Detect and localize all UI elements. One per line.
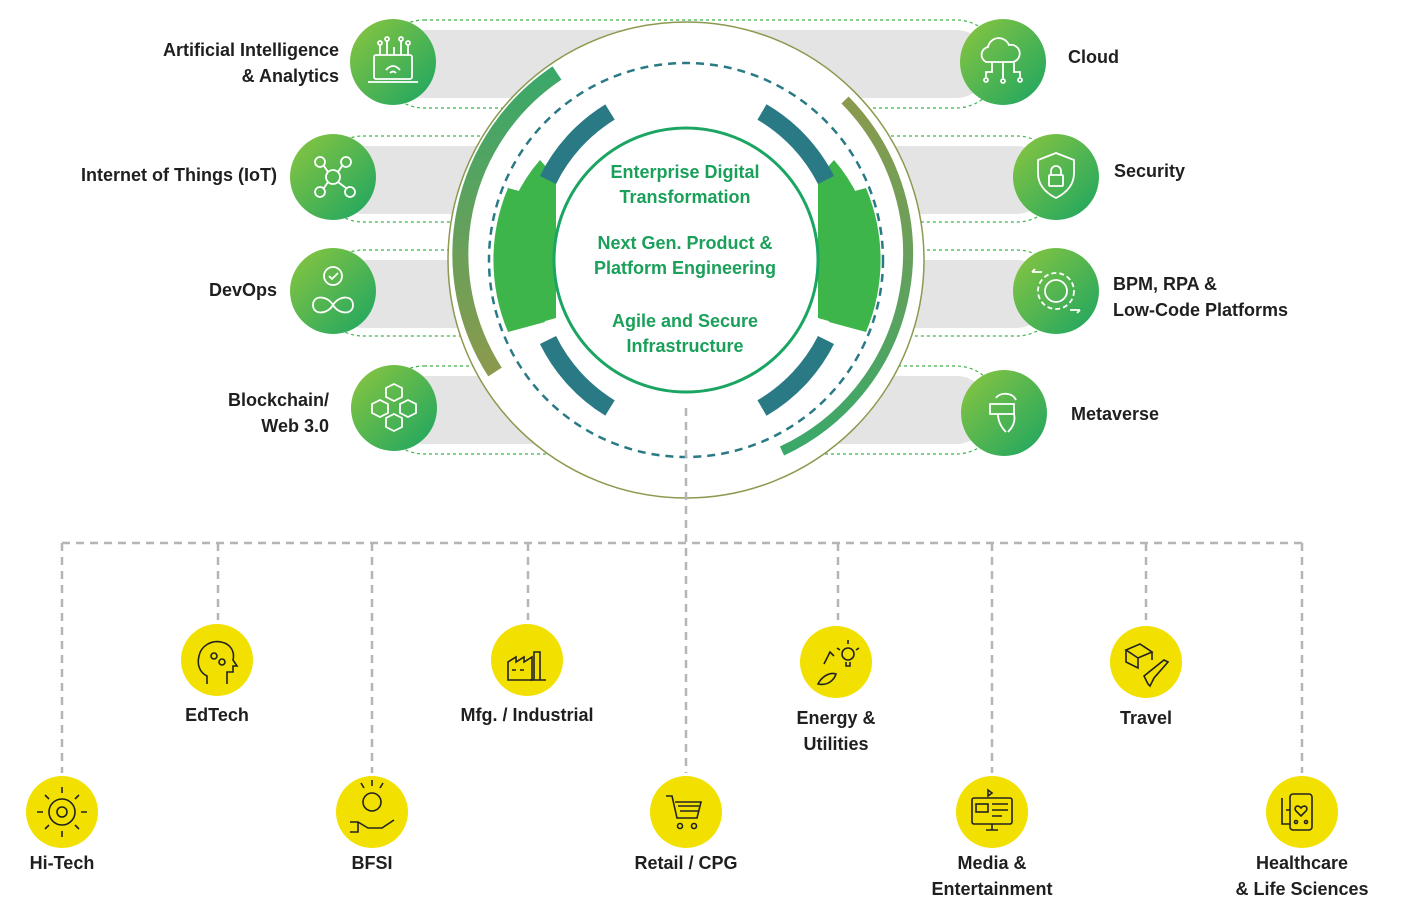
- tech-label-security: Security: [1114, 158, 1185, 184]
- mfg-icon-group: [491, 624, 563, 696]
- tech-label-line2: Low-Code Platforms: [1113, 300, 1289, 320]
- shield-lock-icon: [1037, 152, 1075, 200]
- energy-bulb-icon: [816, 640, 860, 686]
- iot-icon-group: [290, 134, 376, 220]
- core-item-line1: Agile and Secure: [611, 311, 759, 331]
- tech-label-line1: Security: [1114, 161, 1186, 181]
- core-item-product-engineering: Next Gen. Product & Platform Engineering: [560, 231, 810, 281]
- industry-label-travel: Travel: [1076, 705, 1216, 731]
- process-cycle-icon: [1031, 268, 1081, 314]
- industry-label-line1: Healthcare: [1255, 853, 1349, 873]
- vr-headset-icon: [989, 392, 1017, 433]
- industry-label-line1: Energy &: [796, 708, 876, 728]
- tech-label-line1: Metaverse: [1071, 404, 1160, 424]
- bpm-icon-group: [1013, 248, 1099, 334]
- tech-label-line1: Artificial Intelligence: [162, 40, 339, 60]
- core-circle: [552, 126, 820, 394]
- core-item-digital-transformation: Enterprise Digital Transformation: [560, 160, 810, 210]
- tech-label-metaverse: Metaverse: [1071, 401, 1159, 427]
- ai-analytics-icon-group: [350, 19, 436, 105]
- industry-label-hi-tech: Hi-Tech: [2, 850, 122, 876]
- media-icon-group: [956, 776, 1028, 848]
- industry-label-media: Media & Entertainment: [902, 850, 1082, 902]
- industry-label-line2: & Life Sciences: [1235, 879, 1369, 899]
- edtech-icon-group: [181, 624, 253, 696]
- tech-label-line1: Internet of Things (IoT): [81, 165, 277, 185]
- iot-network-icon: [314, 156, 356, 198]
- industry-label-line2: Utilities: [803, 734, 869, 754]
- industry-label-line1: EdTech: [185, 705, 249, 725]
- industry-label-line1: Media &: [957, 853, 1027, 873]
- tech-label-line1: BPM, RPA &: [1113, 274, 1218, 294]
- devops-icon-group: [290, 248, 376, 334]
- industry-label-bfsi: BFSI: [312, 850, 432, 876]
- industry-connectors: [60, 408, 1304, 773]
- factory-icon: [507, 651, 546, 681]
- industry-label-retail: Retail / CPG: [596, 850, 776, 876]
- industry-label-energy: Energy & Utilities: [756, 705, 916, 757]
- hi-tech-icon-group: [26, 776, 98, 848]
- tech-label-bpm-rpa: BPM, RPA & Low-Code Platforms: [1113, 271, 1288, 323]
- core-item-line2: Transformation: [619, 187, 751, 207]
- hand-coin-icon: [350, 780, 395, 833]
- tech-label-line2: & Analytics: [241, 66, 339, 86]
- teal-arc-br: [757, 335, 835, 416]
- tech-label-line1: DevOps: [208, 280, 277, 300]
- industry-label-line1: Hi-Tech: [29, 853, 95, 873]
- tech-label-iot: Internet of Things (IoT): [81, 162, 277, 188]
- core-item-line1: Next Gen. Product &: [597, 233, 773, 253]
- tech-label-line1: Cloud: [1068, 47, 1119, 67]
- tech-label-devops: DevOps: [209, 277, 277, 303]
- retail-icon-group: [650, 776, 722, 848]
- teal-arc-tl: [539, 104, 615, 185]
- industry-label-healthcare: Healthcare & Life Sciences: [1217, 850, 1387, 902]
- chip-gear-icon: [37, 787, 87, 837]
- head-brain-icon: [197, 640, 239, 684]
- core-item-infrastructure: Agile and Secure Infrastructure: [560, 309, 810, 359]
- blockchain-cubes-icon: [371, 382, 417, 433]
- core-item-line2: Infrastructure: [626, 336, 744, 356]
- laptop-network-icon: [368, 36, 418, 83]
- bfsi-icon-group: [336, 776, 408, 848]
- devops-infinity-gear-icon: [312, 266, 354, 314]
- cloud-icon-group: [960, 19, 1046, 105]
- travel-icon-group: [1110, 626, 1182, 698]
- teal-arc-bl: [539, 335, 615, 416]
- industry-label-line1: BFSI: [351, 853, 393, 873]
- teal-arc-tr: [757, 104, 835, 185]
- core-item-line1: Enterprise Digital: [610, 162, 760, 182]
- tech-label-line2: Web 3.0: [261, 416, 329, 436]
- media-monitor-icon: [971, 788, 1013, 831]
- metaverse-icon-group: [961, 370, 1047, 456]
- security-icon-group: [1013, 134, 1099, 220]
- outer-arc-right: [779, 96, 914, 456]
- tech-label-blockchain: Blockchain/ Web 3.0: [228, 387, 329, 439]
- cloud-network-icon: [980, 37, 1023, 84]
- healthcare-icon-group: [1266, 776, 1338, 848]
- tech-label-cloud: Cloud: [1068, 44, 1119, 70]
- industry-label-line2: Entertainment: [931, 879, 1053, 899]
- energy-icon-group: [800, 626, 872, 698]
- health-device-icon: [1281, 793, 1313, 831]
- travel-plane-icon: [1124, 643, 1170, 688]
- industry-label-mfg: Mfg. / Industrial: [427, 702, 627, 728]
- outer-arc-left: [452, 66, 562, 377]
- industry-label-edtech: EdTech: [147, 702, 287, 728]
- tech-label-line1: Blockchain/: [227, 390, 329, 410]
- blockchain-icon-group: [351, 365, 437, 451]
- tech-label-ai-analytics: Artificial Intelligence & Analytics: [163, 37, 339, 89]
- industry-label-line1: Retail / CPG: [634, 853, 738, 873]
- industry-label-line1: Mfg. / Industrial: [460, 705, 594, 725]
- shopping-cart-icon: [666, 795, 703, 830]
- industry-label-line1: Travel: [1119, 708, 1173, 728]
- core-item-line2: Platform Engineering: [593, 258, 777, 278]
